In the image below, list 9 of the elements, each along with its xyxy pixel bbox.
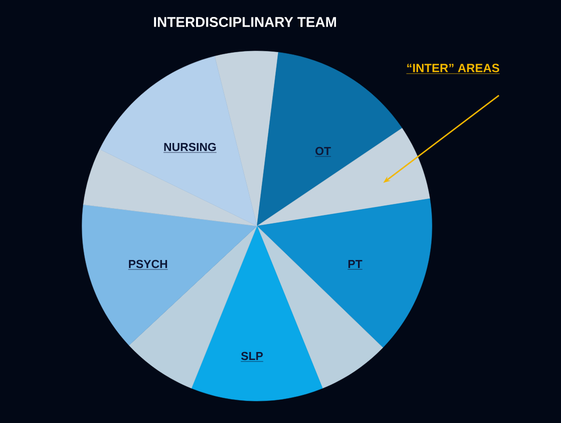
pie-slice: PSYCH [82, 204, 258, 346]
pie-slice: SLP [191, 226, 323, 402]
pie-slice: OT [256, 52, 402, 226]
title: INTERDISCIPLINARY TEAM [154, 17, 336, 27]
pie-slice [214, 50, 278, 226]
pie-slice: NURSING [100, 56, 258, 226]
callout-label: “INTER” AREAS [406, 64, 500, 74]
pie-slice [256, 128, 430, 226]
pie-slice: PT [256, 198, 432, 348]
